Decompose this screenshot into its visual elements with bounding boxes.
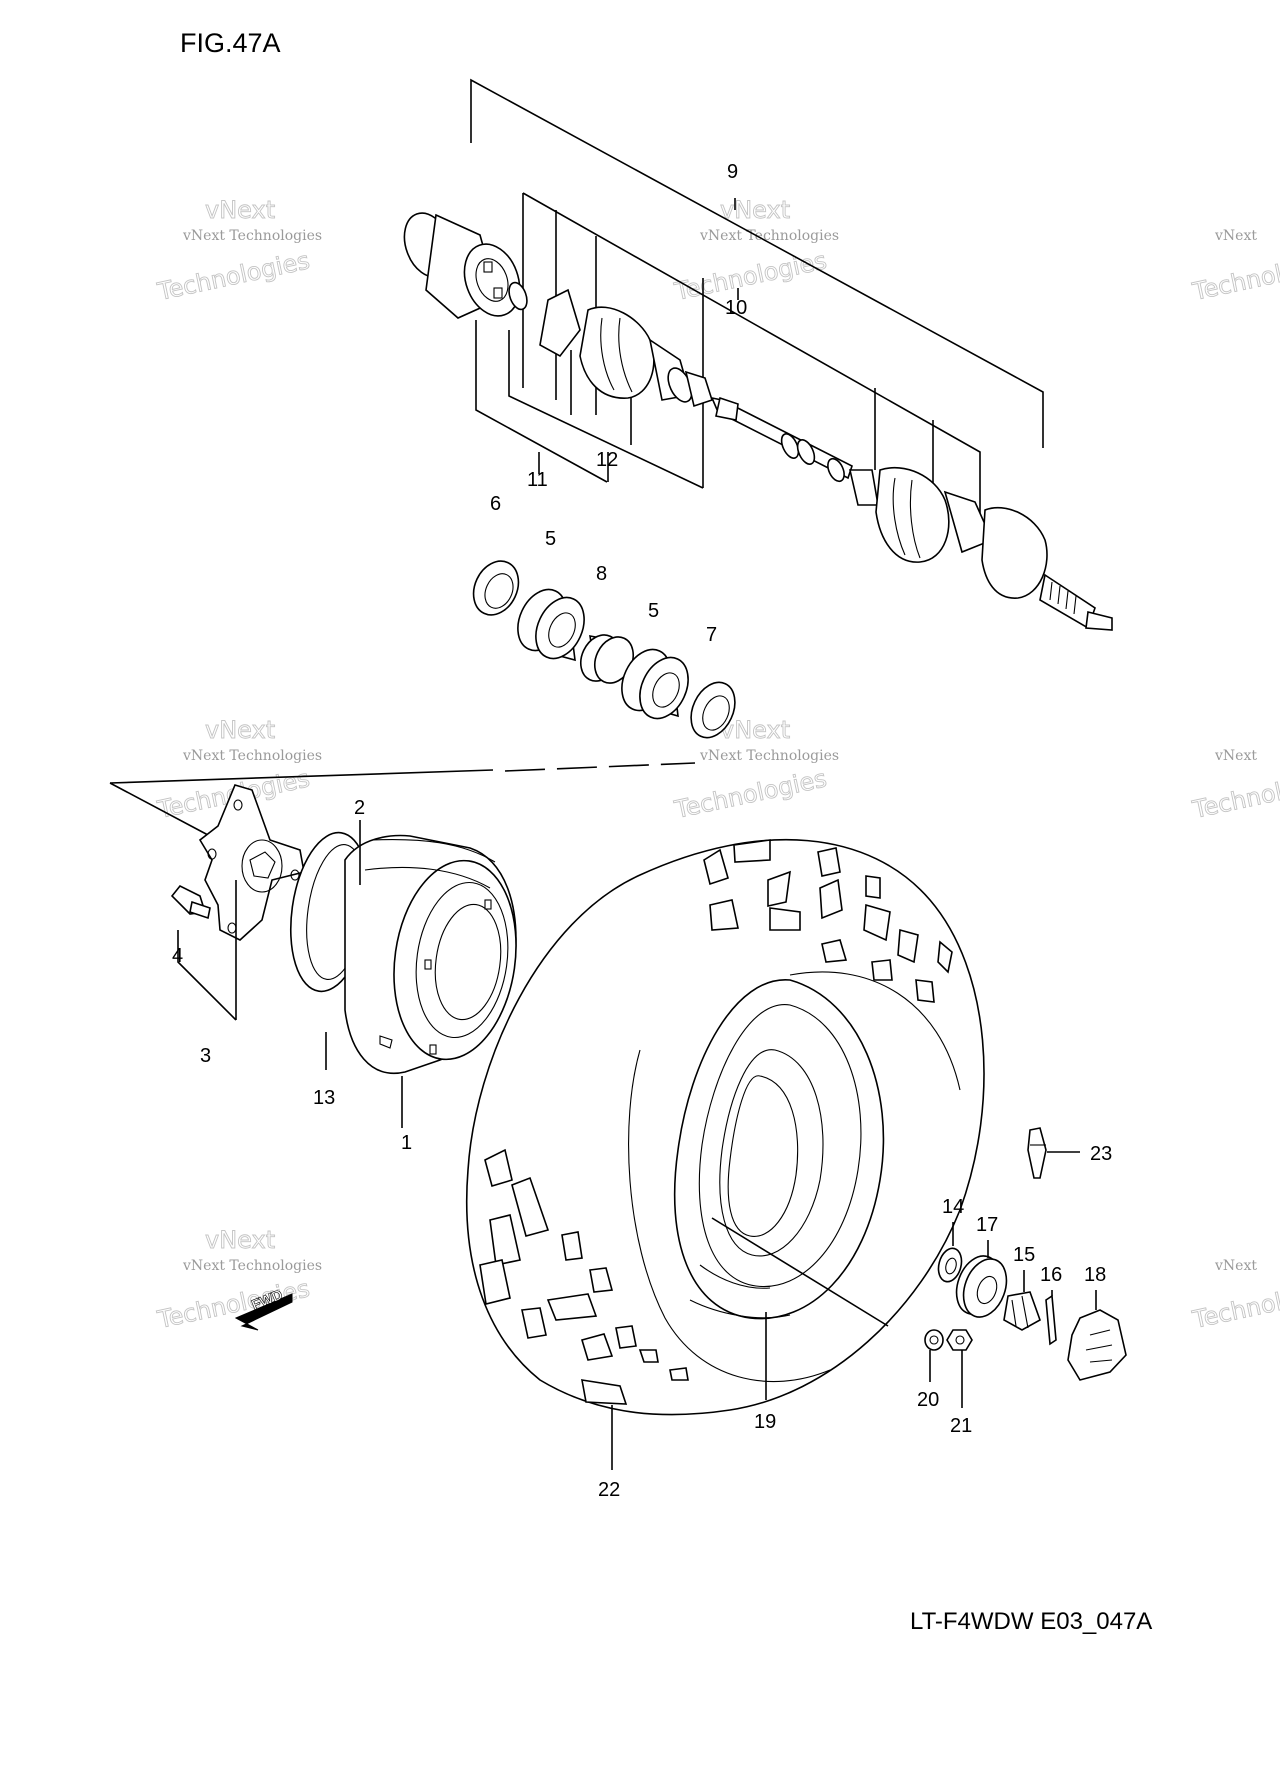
callout-19: 19 [754,1411,776,1433]
svg-text:vNext: vNext [1214,748,1257,764]
svg-text:Technologies: Technologies [671,246,829,306]
axle-shaft [710,396,853,483]
callout-14: 14 [942,1196,964,1218]
callout-22: 22 [598,1479,620,1501]
svg-text:Technologies: Technologies [1189,246,1280,306]
callout-5a: 5 [545,528,556,550]
watermark-2: vNext vNext Technologies Technologies [671,196,839,307]
svg-text:vNext: vNext [205,1226,275,1254]
inner-cv-joint [403,212,528,319]
bracket-9 [470,78,1044,448]
hub-group [109,762,696,1128]
svg-text:Technologies: Technologies [1189,764,1280,824]
callout-15: 15 [1013,1244,1035,1266]
callout-4: 4 [172,945,183,967]
svg-text:vNext Technologies: vNext Technologies [699,228,839,244]
svg-text:vNext Technologies: vNext Technologies [182,228,322,244]
callout-3: 3 [200,1045,211,1067]
oil-seal-6 [472,560,520,616]
oil-seal-7 [690,681,736,739]
washer-14 [937,1247,963,1283]
bearing-5-right [621,648,689,720]
callout-21: 21 [950,1415,972,1437]
callout-23: 23 [1090,1143,1112,1165]
callout-10: 10 [725,297,747,319]
svg-text:Technologies: Technologies [154,246,312,306]
castle-nut-15 [1003,1291,1041,1331]
callout-6: 6 [490,493,501,515]
callout-7: 7 [706,624,717,646]
watermark-1: vNext vNext Technologies Technologies [154,196,322,307]
washer-17 [955,1255,1008,1318]
valve-stem-23 [1027,1127,1047,1179]
svg-text:vNext: vNext [205,716,275,744]
nut-21 [946,1329,973,1351]
svg-text:vNext: vNext [720,716,790,744]
callout-11: 11 [527,469,548,491]
callout-13: 13 [313,1087,335,1109]
callout-1: 1 [401,1132,412,1154]
rim [673,979,885,1320]
hub-flange [198,784,305,941]
washer-20 [924,1329,944,1351]
callout-labels: 1 2 3 4 5 5 6 7 8 9 10 11 12 13 14 15 16… [172,161,1112,1501]
outer-cv-joint [848,466,1113,631]
watermark-6: vNext Technologies [1189,748,1280,825]
figure-title: FIG.47A [180,28,281,58]
callout-18: 18 [1084,1264,1106,1286]
callout-16: 16 [1040,1264,1062,1286]
callout-20: 20 [917,1389,939,1411]
bearing-stack [472,560,736,739]
svg-text:vNext: vNext [205,196,275,224]
callout-17: 17 [976,1214,998,1236]
watermark-9: vNext Technologies [1189,1258,1280,1335]
svg-text:Technologies: Technologies [1189,1274,1280,1334]
drive-shaft-assembly [403,78,1113,631]
svg-text:vNext Technologies: vNext Technologies [699,748,839,764]
hub-cap-18 [1067,1309,1127,1381]
wheel-and-tire [465,838,1080,1470]
bolt-4 [170,884,211,920]
hub-drum-1 [344,834,517,1075]
inner-boot [539,288,714,408]
drawing-code: LT-F4WDW E03_047A [910,1608,1152,1635]
callout-8: 8 [596,563,607,585]
tread-lugs [479,839,953,1405]
svg-text:vNext: vNext [720,196,790,224]
callout-5b: 5 [648,600,659,622]
watermark-3: vNext Technologies [1189,228,1280,307]
svg-text:Technologies: Technologies [671,764,829,824]
callout-2: 2 [354,797,365,819]
svg-text:vNext: vNext [1214,228,1257,244]
bearing-5-left [517,588,585,662]
callout-12: 12 [596,449,618,471]
svg-text:vNext Technologies: vNext Technologies [182,748,322,764]
cotter-pin-16 [1045,1294,1057,1346]
callout-9: 9 [727,161,738,183]
svg-text:vNext Technologies: vNext Technologies [182,1258,322,1274]
svg-text:vNext: vNext [1214,1258,1257,1274]
axle-hardware [924,1222,1127,1408]
